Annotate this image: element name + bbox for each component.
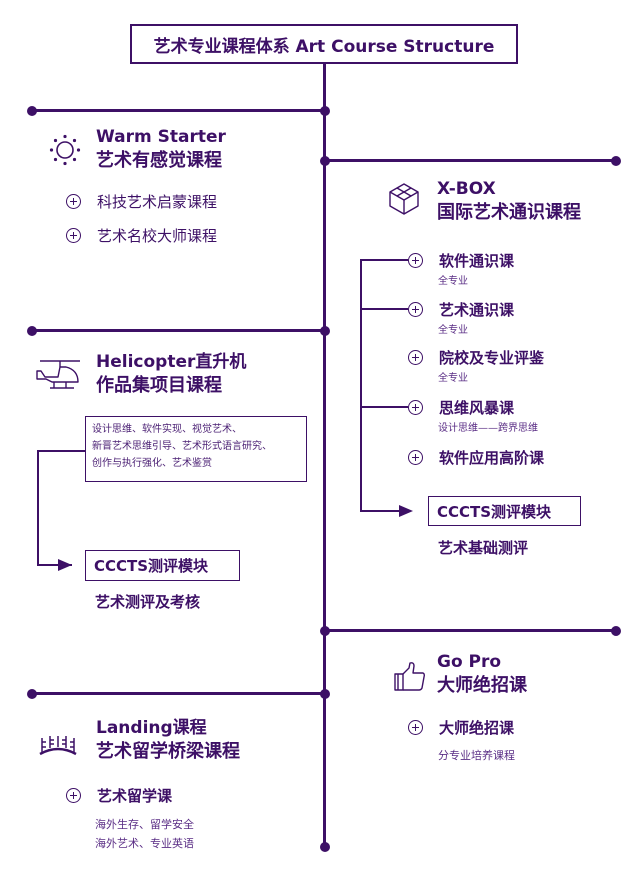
- branch-landing: [32, 692, 325, 695]
- item-sub-label: 分专业培养课程: [438, 749, 515, 762]
- item-label: 艺术留学课: [97, 787, 173, 805]
- xbox-item: 软件通识课: [408, 250, 514, 271]
- plus-circle-icon: [408, 253, 423, 268]
- xbox-title-en: X-BOX: [437, 179, 496, 199]
- item-label: 大师绝招课: [439, 719, 515, 737]
- spine-end-dot: [319, 842, 330, 852]
- xbox-cccts-module: CCCTS测评模块: [428, 496, 581, 526]
- plus-circle-icon: [408, 400, 423, 415]
- description-line: 创作与执行强化、艺术鉴赏: [92, 458, 212, 469]
- xbox-item: 软件应用高阶课: [408, 447, 544, 468]
- warm-starter-title: Warm Starter 艺术有感觉课程: [96, 125, 226, 173]
- description-line: 新晋艺术思维引导、艺术形式语言研究、: [92, 441, 272, 452]
- branch-dot: [27, 105, 37, 116]
- helicopter-description-box: 设计思维、软件实现、视觉艺术、 新晋艺术思维引导、艺术形式语言研究、 创作与执行…: [85, 416, 307, 482]
- plus-circle-icon: [408, 450, 423, 465]
- branch-dot: [611, 155, 621, 166]
- branch-dot: [27, 688, 37, 699]
- helicopter-title-cn: 作品集项目课程: [96, 375, 222, 396]
- helicopter-icon: [36, 360, 80, 389]
- plus-circle-icon: [408, 302, 423, 317]
- item-label: 软件应用高阶课: [439, 449, 545, 467]
- landing-title: Landing课程 艺术留学桥梁课程: [96, 716, 240, 764]
- xbox-bracket-arm: [360, 259, 408, 261]
- helicopter-bracket-vertical: [37, 450, 39, 565]
- helicopter-module-sub: 艺术测评及考核: [95, 593, 201, 611]
- item-sub-label: 全专业: [438, 276, 468, 287]
- item-label: 艺术名校大师课程: [97, 227, 218, 245]
- item-label: 院校及专业评鉴: [439, 349, 545, 367]
- main-spine-line: [323, 64, 326, 848]
- sun-icon: [49, 134, 81, 166]
- gopro-item: 大师绝招课: [408, 717, 514, 738]
- plus-circle-icon: [66, 194, 81, 209]
- gopro-title: Go Pro 大师绝招课: [437, 650, 527, 698]
- arrow-right-icon: [58, 559, 72, 571]
- warm-starter-item: 艺术名校大师课程: [66, 225, 217, 246]
- warm-starter-item: 科技艺术启蒙课程: [66, 191, 217, 212]
- landing-item: 艺术留学课: [66, 785, 172, 806]
- description-line: 设计思维、软件实现、视觉艺术、: [92, 424, 242, 435]
- landing-title-cn: 艺术留学桥梁课程: [96, 741, 240, 762]
- item-label: 科技艺术启蒙课程: [97, 193, 218, 211]
- xbox-bracket-arm: [360, 406, 408, 408]
- xbox-item: 院校及专业评鉴: [408, 347, 544, 368]
- warm-starter-title-en: Warm Starter: [96, 127, 226, 147]
- plus-circle-icon: [66, 228, 81, 243]
- branch-dot: [319, 105, 330, 116]
- branch-warm-starter: [32, 109, 325, 112]
- plus-circle-icon: [408, 720, 423, 735]
- item-sub-label: 全专业: [438, 325, 468, 336]
- box-icon: [389, 183, 419, 215]
- warm-starter-title-cn: 艺术有感觉课程: [96, 150, 222, 171]
- item-sub-label: 全专业: [438, 373, 468, 384]
- helicopter-title-en: Helicopter直升机: [96, 352, 247, 372]
- branch-dot: [319, 325, 330, 336]
- xbox-module-sub: 艺术基础测评: [438, 539, 529, 557]
- xbox-item: 思维风暴课: [408, 397, 514, 418]
- item-label: 艺术通识课: [439, 301, 515, 319]
- diagram-title: 艺术专业课程体系 Art Course Structure: [130, 24, 518, 64]
- xbox-item: 艺术通识课: [408, 299, 514, 320]
- item-sub-label: 设计思维——跨界思维: [438, 423, 538, 434]
- branch-dot: [611, 625, 621, 636]
- xbox-title: X-BOX 国际艺术通识课程: [437, 177, 581, 225]
- gopro-title-en: Go Pro: [437, 652, 502, 672]
- bridge-icon: [39, 736, 77, 756]
- gopro-title-cn: 大师绝招课: [437, 675, 527, 696]
- item-label: 软件通识课: [439, 252, 515, 270]
- xbox-title-cn: 国际艺术通识课程: [437, 202, 581, 223]
- arrow-right-icon: [399, 505, 413, 517]
- branch-dot: [319, 625, 330, 636]
- branch-gopro: [324, 629, 616, 632]
- helicopter-bracket-bottom: [37, 564, 72, 566]
- item-label: 思维风暴课: [439, 399, 515, 417]
- thumbs-up-icon: [394, 662, 426, 691]
- plus-circle-icon: [66, 788, 81, 803]
- branch-xbox: [324, 159, 616, 162]
- branch-dot: [319, 155, 330, 166]
- branch-helicopter: [32, 329, 325, 332]
- xbox-bracket-vertical: [360, 259, 362, 511]
- xbox-bracket-arm: [360, 308, 408, 310]
- landing-title-en: Landing课程: [96, 718, 207, 738]
- branch-dot: [27, 325, 37, 336]
- helicopter-cccts-module: CCCTS测评模块: [85, 550, 240, 581]
- helicopter-title: Helicopter直升机 作品集项目课程: [96, 350, 246, 398]
- landing-note: 海外生存、留学安全: [95, 818, 194, 831]
- xbox-bracket-arm: [360, 510, 408, 512]
- branch-dot: [319, 688, 330, 699]
- plus-circle-icon: [408, 350, 423, 365]
- helicopter-bracket-top: [37, 450, 85, 452]
- landing-note: 海外艺术、专业英语: [95, 837, 194, 850]
